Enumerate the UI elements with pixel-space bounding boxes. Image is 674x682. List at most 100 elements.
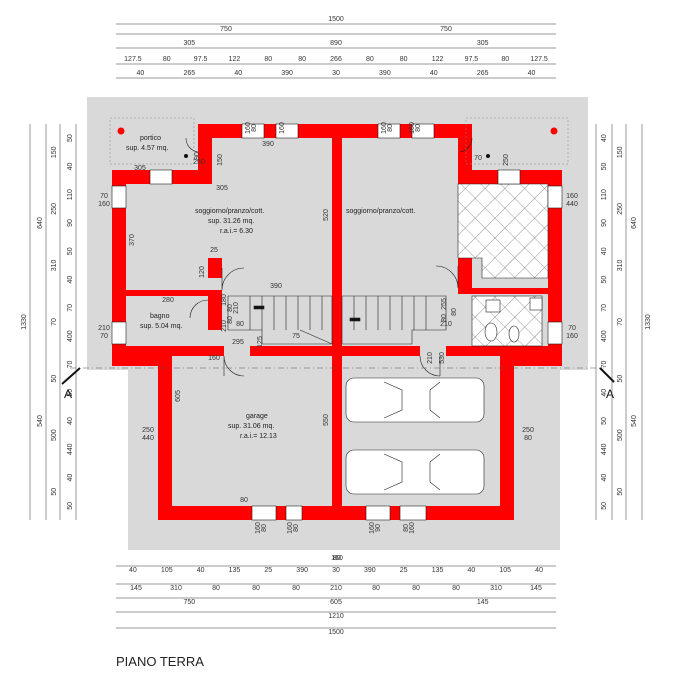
dim-label: 160 xyxy=(98,201,110,208)
dim-label: 135 xyxy=(432,567,444,574)
kitchen-tiles xyxy=(457,183,549,279)
dim-label: 50 xyxy=(67,247,74,255)
dim-label: 70 xyxy=(568,325,576,332)
dim-label: 440 xyxy=(601,443,608,455)
dimension-lines xyxy=(29,23,643,629)
dim-label: 80 xyxy=(372,585,380,592)
dim-label: 80 xyxy=(236,321,244,328)
dim-label: 135 xyxy=(229,567,241,574)
dim-label: 80 xyxy=(403,524,410,532)
section-mark-left: A xyxy=(64,387,72,401)
dim-label: 25 xyxy=(264,567,272,574)
dim-label: 80 xyxy=(252,585,260,592)
dim-label: 40 xyxy=(601,134,608,142)
doors xyxy=(185,137,473,377)
dim-label: 210 xyxy=(98,325,110,332)
dim-label: 80 xyxy=(227,316,234,324)
dim-label: 550 xyxy=(323,414,330,426)
dim-label: 150 xyxy=(617,146,624,158)
dim-label: 50 xyxy=(67,502,74,510)
room-labels: portico sup. 4.57 mq. soggiorno/pranzo/c… xyxy=(126,135,415,440)
dim-label: 400 xyxy=(601,330,608,342)
dim-label: 160 xyxy=(245,122,252,134)
dim-label: 80 xyxy=(387,124,394,132)
dim-label: 40 xyxy=(234,70,242,77)
dim-label: 40 xyxy=(197,567,205,574)
dim-label: 40 xyxy=(67,474,74,482)
dim-label: 40 xyxy=(528,70,536,77)
dim-label: 1500 xyxy=(328,629,344,636)
dim-label: 640 xyxy=(37,217,44,229)
dim-label: 145 xyxy=(477,599,489,606)
dim-label: 750 xyxy=(220,26,232,33)
dim-label: 80 xyxy=(366,56,374,63)
dim-label: 255 xyxy=(441,298,448,310)
car-icon xyxy=(345,377,485,495)
dim-label: 305 xyxy=(183,40,195,47)
dim-label: 80 xyxy=(400,56,408,63)
dim-label: 80 xyxy=(227,304,234,312)
dim-label: 305 xyxy=(134,165,146,172)
dim-label: 390 xyxy=(270,283,282,290)
dim-label: 70 xyxy=(474,155,482,162)
dim-label: 122 xyxy=(432,56,444,63)
dim-label: 265 xyxy=(477,70,489,77)
dim-label: 160 xyxy=(381,122,388,134)
dim-label: 250 xyxy=(142,427,154,434)
dim-label: 160 xyxy=(255,522,262,534)
dim-label: 310 xyxy=(51,259,58,271)
dim-label: 80 xyxy=(441,314,448,322)
dim-label: 80 xyxy=(261,524,268,532)
dim-label: 250 xyxy=(193,159,205,166)
dim-label: 370 xyxy=(129,234,136,246)
dim-label: 1210 xyxy=(328,613,344,620)
staircases xyxy=(227,295,447,345)
dim-label: 150 xyxy=(217,154,224,166)
bath-fixtures xyxy=(471,295,543,347)
dim-label: 70 xyxy=(601,304,608,312)
dim-label: 1330 xyxy=(645,314,652,330)
dim-label: 440 xyxy=(142,435,154,442)
dim-label: 50 xyxy=(601,502,608,510)
dim-label: 110 xyxy=(67,189,74,200)
dim-label: 160 xyxy=(566,193,578,200)
room-bagno-name: bagno xyxy=(150,313,170,320)
dim-label: 70 xyxy=(67,360,74,368)
dim-label: 750 xyxy=(440,26,452,33)
walls xyxy=(112,124,562,520)
dim-label: 80 xyxy=(251,124,258,132)
dim-label: 890 xyxy=(330,40,342,47)
dim-label: 105 xyxy=(499,567,511,574)
dim-label: 250 xyxy=(503,154,510,166)
dim-label: 1330 xyxy=(21,314,28,330)
dim-label: 75 xyxy=(292,333,300,340)
dim-label: 80 xyxy=(163,56,171,63)
room-soggiorno-left-name: soggiorno/pranzo/cott. xyxy=(195,208,264,215)
dim-label: 390 xyxy=(281,70,293,77)
dim-label: 50 xyxy=(67,134,74,142)
dimensions-left: 1330640540150250310705050050504011090504… xyxy=(21,134,74,510)
section-line: A A xyxy=(61,367,615,401)
dim-label: 90 xyxy=(375,524,382,532)
dim-label: 90 xyxy=(601,219,608,227)
dim-label: 160 xyxy=(369,522,376,534)
dim-label: 750 xyxy=(183,599,195,606)
room-portico-name: portico xyxy=(140,135,161,142)
dim-label: 210 xyxy=(221,320,228,332)
dim-label: 50 xyxy=(601,162,608,170)
dim-label: 25 xyxy=(210,247,218,254)
dim-label: 210 xyxy=(330,585,342,592)
dim-label: 250 xyxy=(522,427,534,434)
dim-label: 145 xyxy=(530,585,542,592)
dim-label: 305 xyxy=(477,40,489,47)
dim-label: 70 xyxy=(617,318,624,326)
dim-label: 160 xyxy=(409,122,416,134)
room-soggiorno-left-area: sup. 31.26 mq. xyxy=(208,218,254,225)
dim-label: 80 xyxy=(415,124,422,132)
dim-label: 160 xyxy=(279,122,286,134)
dim-label: 80 xyxy=(264,56,272,63)
dim-label: 122 xyxy=(229,56,241,63)
porch-markers xyxy=(109,117,569,165)
